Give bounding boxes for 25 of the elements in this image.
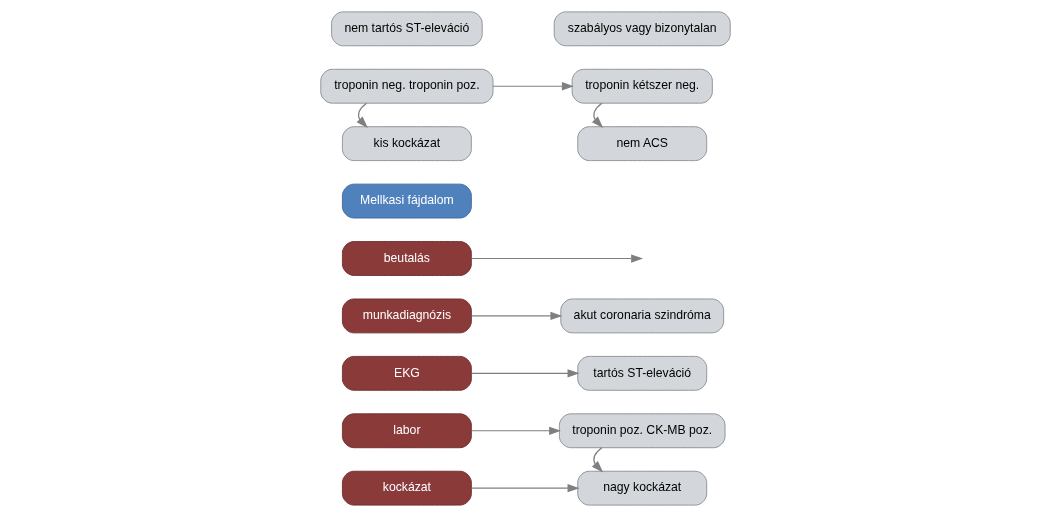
node-box: labor [341, 413, 472, 449]
arrow [470, 426, 561, 435]
node-box: nem tartós ST-eleváció [330, 11, 483, 47]
node-box: kis kockázat [341, 126, 472, 162]
arrow [470, 254, 643, 263]
arrow [591, 102, 603, 128]
node-box: akut coronaria szindróma [559, 298, 724, 334]
node-box: munkadiagnózis [341, 298, 472, 334]
arrow [470, 484, 579, 493]
arrow [591, 447, 603, 473]
node-box: kockázat [341, 470, 472, 506]
arrow [470, 369, 579, 378]
arrow [470, 311, 562, 321]
node-box: nagy kockázat [576, 470, 707, 506]
node-box: EKG [341, 355, 472, 391]
node-box: troponin kétszer neg. [571, 68, 713, 104]
arrow [356, 102, 368, 128]
node-box: troponin poz. CK-MB poz. [558, 413, 726, 449]
node-box: szabályos vagy bizonytalan [553, 11, 731, 47]
node-box: tartós ST-eleváció [576, 355, 707, 391]
node-box: beutalás [341, 241, 472, 276]
arrow [492, 82, 574, 91]
node-box: Mellkasi fájdalom [341, 183, 472, 219]
node-box: troponin neg. troponin poz. [319, 68, 493, 104]
node-box: nem ACS [576, 126, 707, 162]
